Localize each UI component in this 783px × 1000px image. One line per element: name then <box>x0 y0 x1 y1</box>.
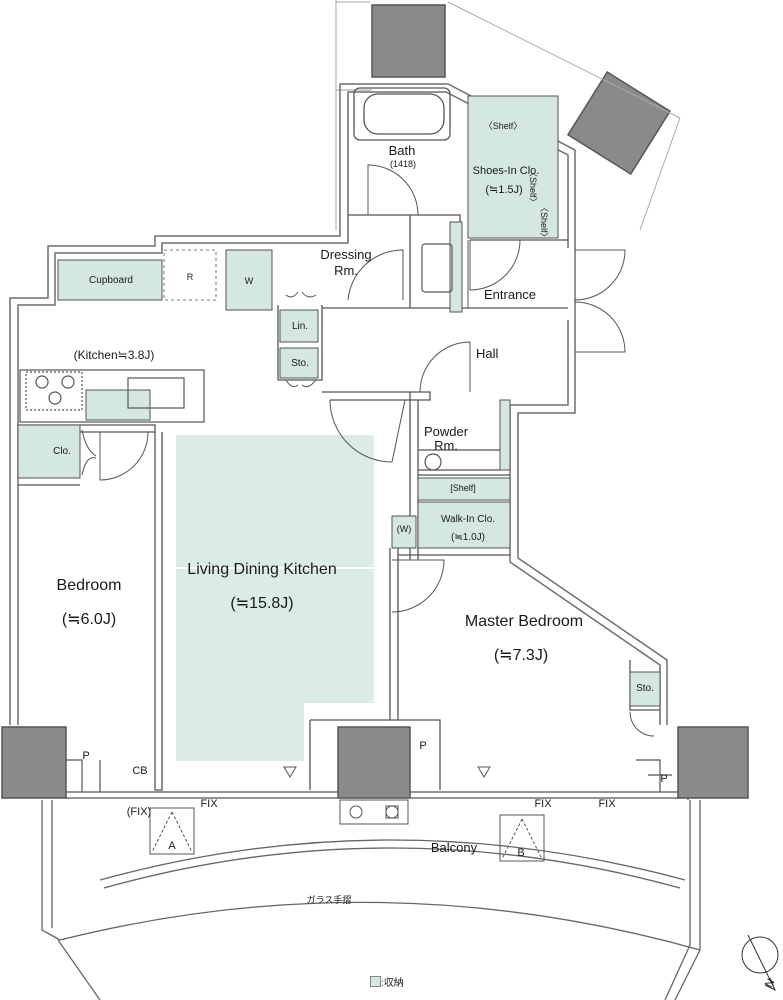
gas-meter <box>339 799 409 825</box>
label-hatch-a: A <box>168 840 176 852</box>
label-bedroom-size: (≒6.0J) <box>61 611 117 628</box>
kitchen-counter <box>19 369 205 423</box>
label-closet: Clo. <box>53 446 71 457</box>
label-dressing-room: Dressing <box>320 247 372 262</box>
label-washer: W <box>244 276 254 286</box>
label-pipe-left: P <box>82 750 90 762</box>
label-bath: Bath <box>388 143 416 158</box>
label-bath-size: (1418) <box>389 159 417 169</box>
label-hatch-b: B <box>517 847 525 859</box>
label-shelf-side-1: 〈Shelf〉 <box>528 168 538 207</box>
legend-storage: :収納 <box>370 974 404 989</box>
washbasin <box>421 243 453 293</box>
label-powder-room: Powder <box>423 424 469 439</box>
storage-areas <box>17 95 661 707</box>
label-refrigerator: R <box>186 272 194 282</box>
label-walk-in-w: (W) <box>396 524 412 534</box>
label-bedroom: Bedroom <box>56 577 122 594</box>
label-walk-in-closet: Walk-In Clo. <box>440 514 496 525</box>
label-kitchen: (Kitchen≒3.8J) <box>73 348 155 362</box>
label-shelf-side-2: 〈Shelf〉 <box>539 203 549 242</box>
label-walk-in-closet-size: (≒1.0J) <box>451 532 485 543</box>
window-marker-ldk <box>283 766 297 778</box>
label-fix-2: FIX <box>534 798 552 810</box>
label-shelf-walkin: [Shelf] <box>450 483 476 493</box>
column-bottom-left <box>1 726 67 799</box>
label-shoes-in-closet: Shoes-In Clo. <box>472 165 540 177</box>
balcony-outline <box>41 798 701 1000</box>
label-entrance: Entrance <box>484 287 537 302</box>
corridor-line <box>335 1 681 231</box>
bathtub <box>353 87 451 141</box>
label-linen: Lin. <box>291 321 309 332</box>
label-master-bedroom: Master Bedroom <box>464 613 584 630</box>
hatches <box>149 807 545 862</box>
label-hall: Hall <box>476 346 499 361</box>
window-line <box>66 759 678 799</box>
label-master-bedroom-size: (≒7.3J) <box>493 647 549 664</box>
column-bottom-right <box>677 726 749 799</box>
label-fix-1: FIX <box>200 798 218 810</box>
powder-fixtures <box>418 449 500 471</box>
legend-swatch <box>370 976 381 987</box>
label-shoes-in-closet-size: (≒1.5J) <box>485 184 523 196</box>
refrigerator-space <box>163 249 217 301</box>
label-storage-master: Sto. <box>636 683 654 694</box>
label-dressing-room-2: Rm. <box>334 263 358 278</box>
label-ldk-size: (≒15.8J) <box>230 595 294 612</box>
label-pipe-right: P <box>660 773 668 785</box>
label-powder-room-2: Rm. <box>434 438 458 453</box>
column-top-right <box>566 70 672 176</box>
compass-icon <box>741 934 779 992</box>
column-bottom-center <box>337 726 411 799</box>
legend-storage-text: :収納 <box>381 978 404 989</box>
label-shelf-top: 〈Shelf〉 <box>483 121 523 131</box>
label-storage-hall: Sto. <box>291 358 309 369</box>
column-top <box>371 4 446 78</box>
label-fix-paren: (FIX) <box>126 806 152 818</box>
label-living-dining-kitchen: Living Dining Kitchen <box>187 561 337 578</box>
label-cb: CB <box>132 765 148 777</box>
window-marker-master <box>477 766 491 778</box>
label-fix-3: FIX <box>598 798 616 810</box>
label-pipe-center: P <box>419 740 427 752</box>
doors <box>81 164 655 737</box>
label-cupboard: Cupboard <box>89 275 133 286</box>
label-glass-rail: ガラス手摺 <box>306 895 352 905</box>
label-balcony: Balcony <box>430 840 478 855</box>
